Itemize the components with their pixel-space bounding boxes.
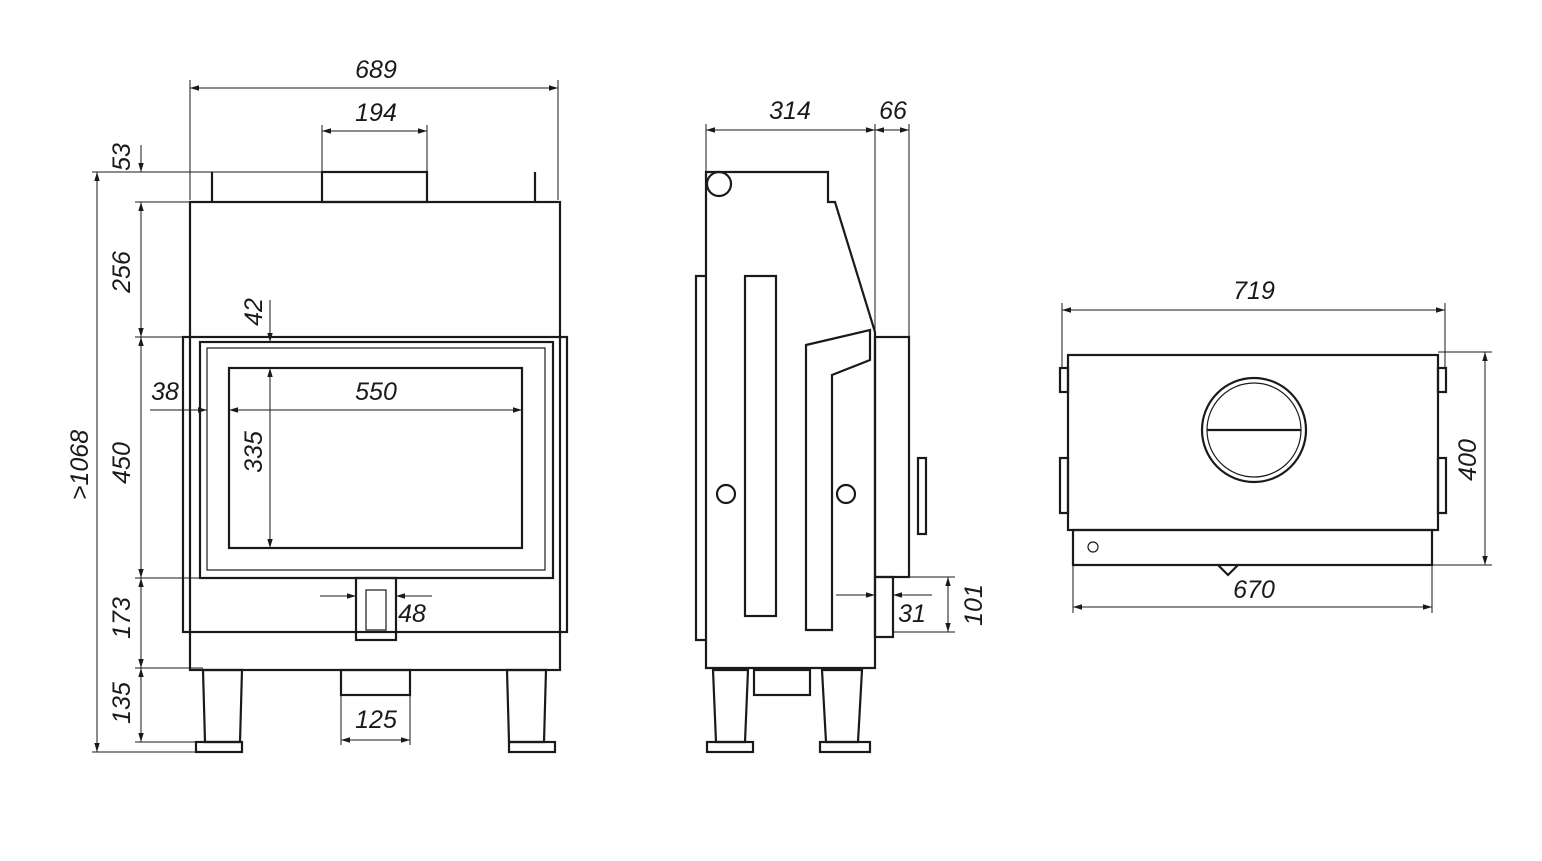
dim-top-670: 670	[1233, 576, 1275, 604]
front-dimensions: 689 194 53 >1068 256 450 173 135 125 550…	[66, 56, 559, 753]
flue-collar	[320, 170, 429, 204]
dim-handle-31: 31	[898, 600, 926, 628]
top-knob	[1087, 541, 1099, 553]
bottom-outlet	[339, 668, 412, 697]
dim-depth-314: 314	[769, 97, 811, 125]
air-regulator-slot	[365, 589, 387, 631]
glass-panel	[227, 366, 524, 550]
dim-door-450: 450	[108, 442, 136, 484]
right-leg	[505, 668, 548, 744]
dim-top-719: 719	[1233, 277, 1275, 305]
side-dimensions: 314 66 31 101	[705, 97, 988, 633]
side-rear-panel	[694, 274, 706, 642]
dim-glass-335: 335	[240, 431, 268, 473]
side-door	[873, 335, 911, 579]
dim-upper-256: 256	[108, 251, 136, 294]
side-body	[704, 170, 877, 670]
dim-inlet-48: 48	[398, 600, 426, 628]
dim-frame-42: 42	[240, 298, 268, 326]
dim-outlet-125: 125	[355, 706, 397, 734]
flue-opening	[1200, 376, 1308, 484]
top-body	[1066, 353, 1440, 532]
connector-ring	[705, 170, 733, 198]
side-rear-leg	[711, 668, 750, 744]
top-side-lug	[1058, 366, 1070, 394]
side-view	[694, 170, 928, 754]
dim-width-689: 689	[355, 56, 397, 84]
dim-lower-173: 173	[108, 597, 136, 639]
dim-total-height: >1068	[66, 430, 94, 500]
top-dimensions: 719 400 670	[1061, 277, 1492, 613]
front-view	[181, 170, 569, 754]
top-side-lug	[1058, 456, 1070, 515]
top-view	[1058, 353, 1448, 577]
door-inner-frame	[206, 347, 546, 571]
side-bottom-outlet	[752, 668, 812, 697]
door-handle	[916, 456, 928, 536]
side-rear-foot	[705, 740, 755, 754]
door-frame-outer	[181, 335, 569, 634]
dim-side-38: 38	[151, 378, 179, 406]
dim-handle-101: 101	[960, 584, 988, 626]
side-front-leg	[820, 668, 864, 744]
top-side-lug	[1436, 366, 1448, 394]
side-channel-front	[804, 328, 872, 632]
top-handle	[1217, 564, 1239, 577]
dim-top-400: 400	[1454, 439, 1482, 481]
front-port	[835, 483, 857, 505]
dim-door-66: 66	[879, 97, 907, 125]
dim-collar-194: 194	[355, 99, 397, 127]
left-leg	[201, 668, 244, 744]
right-foot	[507, 740, 557, 754]
air-slider	[873, 575, 895, 639]
rear-port	[715, 483, 737, 505]
dim-glass-550: 550	[355, 378, 397, 406]
top-side-lug	[1436, 456, 1448, 515]
top-door-strip	[1071, 528, 1434, 567]
air-regulator	[354, 576, 398, 642]
left-foot	[194, 740, 244, 754]
dim-top-53: 53	[108, 143, 136, 171]
side-channel-rear	[743, 274, 778, 618]
side-front-foot	[818, 740, 872, 754]
dim-leg-135: 135	[108, 682, 136, 724]
